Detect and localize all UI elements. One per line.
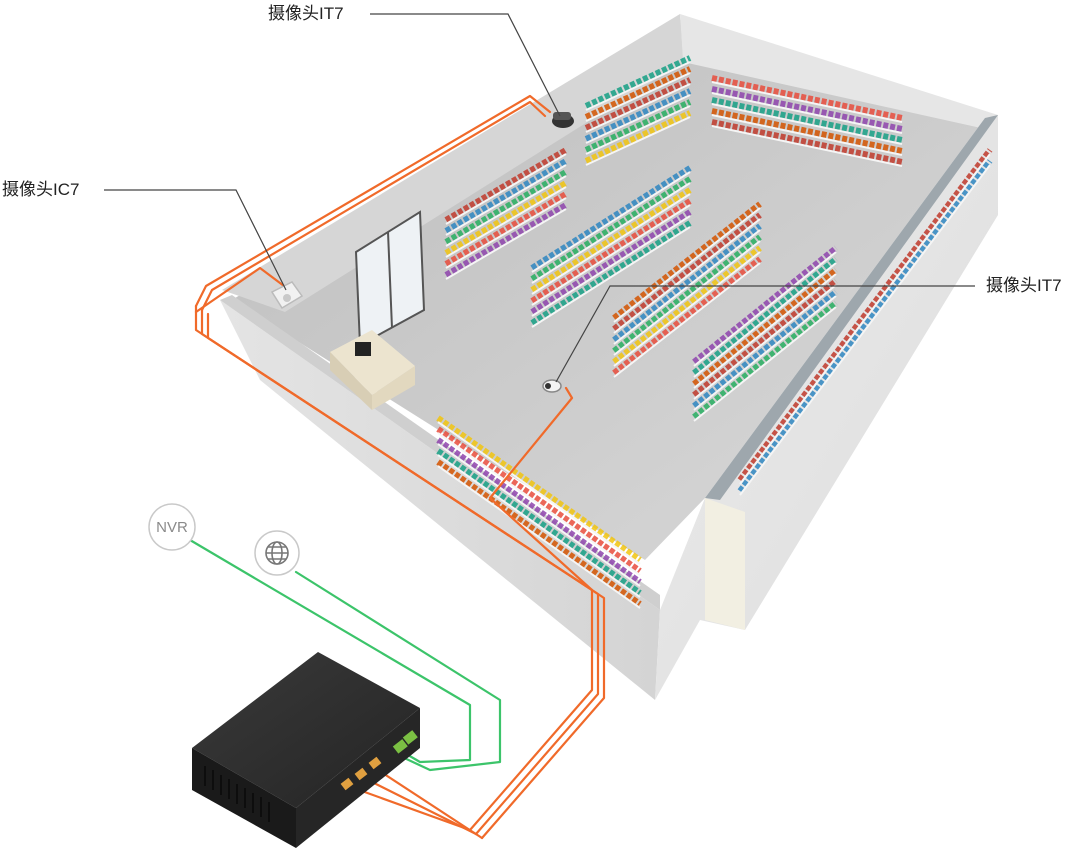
cable-switch-end xyxy=(348,786,470,830)
nvr-label: NVR xyxy=(156,519,188,536)
nvr-node: NVR xyxy=(149,504,195,550)
callout-line-camera-top xyxy=(370,14,560,116)
camera-right xyxy=(543,380,561,392)
camera-top xyxy=(552,112,574,128)
poe-switch xyxy=(192,652,420,848)
label-camera-top: 摄像头IT7 xyxy=(268,4,344,24)
storage-nook xyxy=(705,498,745,630)
internet-node xyxy=(255,531,299,575)
label-camera-left: 摄像头IC7 xyxy=(2,180,79,200)
label-camera-right: 摄像头IT7 xyxy=(986,276,1062,296)
cable-switch-end xyxy=(372,766,482,838)
cable-switch-end xyxy=(360,776,476,834)
